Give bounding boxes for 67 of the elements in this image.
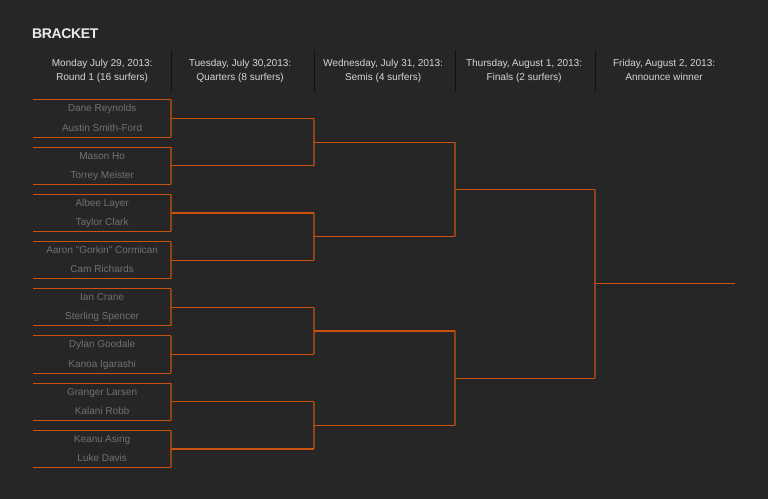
bracket-line: [170, 430, 172, 449]
bracket-slot-line: [314, 424, 455, 426]
bracket-line: [454, 378, 456, 426]
surfer-slot: Luke Davis: [33, 450, 171, 468]
bracket-line: [170, 383, 172, 402]
bracket-line: [454, 330, 456, 378]
bracket-slot-line: [455, 378, 595, 379]
bracket-slot-line: [171, 212, 314, 214]
bracket-line: [170, 307, 172, 326]
surfer-slot: Dylan Goodale: [33, 335, 171, 354]
column-header: Friday, August 2, 2013: Announce winner: [612, 57, 716, 85]
bracket-slot-line: [171, 401, 314, 402]
bracket-slot-line: [314, 330, 455, 332]
surfer-slot: Kanoa Igarashi: [33, 356, 171, 374]
bracket-slot-line: [171, 165, 314, 166]
surfer-slot: Dane Reynolds: [33, 99, 171, 118]
bracket-line: [170, 100, 172, 118]
bracket-line: [313, 330, 315, 354]
bracket-line: [313, 212, 315, 236]
surfer-slot: Mason Ho: [33, 146, 171, 165]
bracket-line: [313, 425, 315, 449]
surfer-slot: Aaron "Gorkin" Cormican: [33, 241, 171, 259]
surfer-slot: Torrey Meister: [33, 166, 171, 185]
bracket-line: [313, 118, 315, 142]
bracket-line: [594, 284, 596, 378]
surfer-slot: Sterling Spencer: [33, 308, 171, 326]
bracket-slot-line: [171, 448, 314, 450]
surfer-slot: Austin Smith-Ford: [33, 120, 171, 138]
surfer-slot: Granger Larsen: [33, 382, 171, 401]
bracket-line: [170, 212, 172, 232]
surfer-slot: Ian Crane: [33, 288, 171, 306]
surfer-slot: Kalani Robb: [33, 402, 171, 421]
bracket-line: [313, 402, 315, 426]
bracket-slot-line: [171, 354, 314, 356]
surfer-slot: Albee Layer: [33, 194, 171, 212]
bracket-slot-line: [595, 283, 735, 284]
bracket-line: [313, 307, 315, 331]
bracket-slot-line: [314, 236, 455, 238]
bracket-line: [313, 142, 315, 166]
bracket-line: [454, 142, 456, 190]
bracket-line: [313, 236, 315, 260]
bracket-line: [170, 288, 172, 308]
column-header: Thursday, August 1, 2013: Finals (2 surfers): [464, 57, 583, 85]
bracket-slot-line: [171, 118, 314, 120]
bracket-slot-line: [171, 260, 314, 261]
title: BRACKET: [32, 24, 98, 43]
bracket-line: [170, 448, 172, 468]
bracket-line: [170, 260, 172, 279]
bracket-line: [594, 189, 596, 284]
bracket-slot-line: [455, 188, 595, 190]
bracket-line: [170, 402, 172, 420]
bracket-line: [170, 147, 172, 166]
surfer-slot: Keanu Asing: [33, 430, 171, 448]
bracket-line: [170, 118, 172, 137]
column-header: Tuesday, July 30,2013: Quarters (8 surfers): [188, 57, 292, 85]
bracket-line: [170, 166, 172, 184]
bracket-slot-line: [171, 306, 314, 308]
surfer-slot: Cam Richards: [33, 261, 171, 280]
bracket-line: [170, 336, 172, 354]
column-header: Monday July 29, 2013: Round 1 (16 surfers): [50, 57, 154, 85]
bracket-line: [170, 242, 172, 260]
bracket-slot-line: [314, 142, 455, 143]
column-header: Wednesday, July 31, 2013: Semis (4 surfers): [322, 57, 444, 85]
bracket-line: [454, 189, 456, 236]
bracket-line: [170, 354, 172, 373]
surfer-slot: Taylor Clark: [33, 214, 171, 232]
bracket-line: [170, 194, 172, 213]
